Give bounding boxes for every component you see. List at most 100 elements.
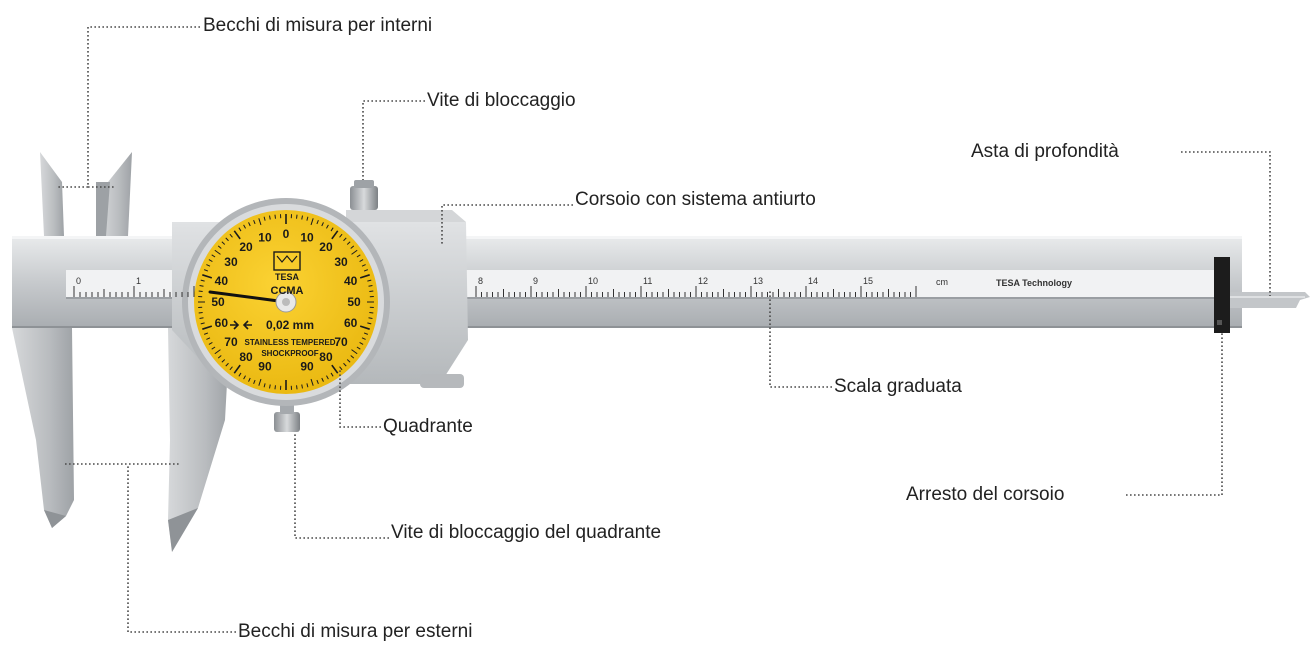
label-scale: Scala graduata bbox=[834, 376, 962, 397]
dial-tick bbox=[330, 372, 334, 377]
dial-tick bbox=[368, 317, 373, 319]
label-depth-rod: Asta di profondità bbox=[971, 141, 1119, 162]
dial-tick bbox=[211, 346, 216, 350]
scale-number: 15 bbox=[863, 276, 873, 286]
dial-tick bbox=[199, 317, 204, 319]
dial-tick bbox=[363, 332, 369, 335]
leader-locking-screw bbox=[362, 100, 425, 180]
dial-number: 10 bbox=[300, 230, 314, 244]
dial-tick bbox=[198, 290, 203, 292]
dial-tick bbox=[356, 254, 361, 258]
dial-tick bbox=[217, 245, 222, 249]
dial-number: 20 bbox=[319, 240, 333, 254]
dial-tick bbox=[296, 214, 298, 219]
leader-internal-jaws bbox=[58, 26, 200, 188]
label-internal-jaws: Becchi di misura per interni bbox=[203, 15, 433, 36]
dial-number: 80 bbox=[319, 350, 333, 364]
dial-tick bbox=[206, 337, 211, 340]
leader-external-jaws bbox=[127, 464, 236, 633]
dial-tick bbox=[248, 222, 251, 227]
dial-number: 50 bbox=[211, 295, 225, 309]
dial-tick bbox=[202, 325, 213, 330]
dial-tick bbox=[326, 375, 329, 380]
scale-brand: TESA Technology bbox=[996, 278, 1072, 288]
label-dial-locking-screw: Vite di bloccaggio del quadrante bbox=[391, 522, 662, 543]
dial-tick bbox=[258, 218, 262, 226]
dial-tick bbox=[198, 312, 203, 314]
dial-tick bbox=[238, 372, 242, 377]
dial-number: 60 bbox=[215, 316, 229, 330]
dial-tick bbox=[263, 216, 266, 221]
dial-tick bbox=[346, 241, 351, 245]
dial-tick bbox=[248, 377, 251, 382]
dial-number: 70 bbox=[334, 335, 348, 349]
dial-ticks bbox=[198, 214, 374, 390]
dial-logo: TESA bbox=[275, 272, 300, 282]
scale-number: 0 bbox=[76, 276, 81, 286]
dial-tick bbox=[296, 385, 298, 390]
scale-number: 8 bbox=[478, 276, 483, 286]
dial-tick bbox=[243, 375, 246, 380]
scale-number: 11 bbox=[643, 276, 652, 286]
dial-tick bbox=[350, 245, 355, 249]
dial-tick bbox=[351, 249, 358, 255]
dial-tick bbox=[206, 264, 211, 267]
dial-tick bbox=[301, 215, 303, 220]
dial-tick bbox=[316, 379, 319, 385]
dial-tick bbox=[274, 214, 276, 219]
dial-tick bbox=[229, 233, 233, 238]
dial-tick bbox=[269, 215, 271, 220]
dial-tick bbox=[221, 359, 226, 363]
dial-tick bbox=[211, 254, 216, 258]
dial-tick bbox=[306, 216, 309, 221]
dial-tick bbox=[369, 312, 374, 314]
dial-tick bbox=[225, 237, 229, 242]
dial-tick bbox=[346, 359, 351, 363]
leader-dial bbox=[339, 370, 381, 428]
scale-number: 14 bbox=[808, 276, 818, 286]
dial-tick bbox=[217, 355, 222, 359]
dial-number: 70 bbox=[224, 335, 238, 349]
label-locking-screw: Vite di bloccaggio bbox=[427, 90, 576, 111]
dial-tick bbox=[269, 384, 271, 389]
scale-number: 12 bbox=[698, 276, 708, 286]
dial-tick bbox=[200, 279, 205, 282]
dial-tick bbox=[243, 224, 246, 229]
dial-tick bbox=[263, 383, 266, 388]
dial-tick bbox=[202, 274, 213, 279]
dial-tick bbox=[367, 322, 372, 325]
leader-depth-rod bbox=[1181, 151, 1271, 296]
dial-number: 80 bbox=[239, 350, 253, 364]
dial-number: 20 bbox=[239, 240, 253, 254]
dial-tick bbox=[343, 362, 347, 367]
dial-resolution: 0,02 mm bbox=[266, 318, 314, 332]
dial-tick bbox=[367, 279, 372, 282]
dial-tick bbox=[361, 337, 366, 340]
dial-tick bbox=[208, 259, 213, 262]
dial-number: 60 bbox=[344, 316, 358, 330]
external-jaws bbox=[12, 328, 230, 552]
dial-tick bbox=[361, 264, 366, 267]
dial-number: 0 bbox=[283, 227, 290, 241]
dial-tick bbox=[359, 274, 370, 279]
dial-tick bbox=[233, 364, 241, 374]
internal-jaws bbox=[40, 152, 132, 236]
dial-tick bbox=[238, 227, 242, 232]
dial-tick bbox=[310, 378, 314, 386]
dial-tick bbox=[339, 233, 343, 238]
dial-tick bbox=[221, 241, 226, 245]
dial-tick bbox=[253, 379, 256, 385]
dial-tick bbox=[359, 259, 364, 262]
dial-tick bbox=[214, 249, 221, 255]
label-slider-stop: Arresto del corsoio bbox=[906, 484, 1065, 505]
slider-stop bbox=[1214, 257, 1230, 333]
dial-number: 90 bbox=[258, 360, 272, 374]
scale-number: 1 bbox=[136, 276, 141, 286]
locking-screw bbox=[350, 180, 378, 210]
scale-number: 9 bbox=[533, 276, 538, 286]
dial-tick bbox=[253, 219, 256, 225]
dial-tick bbox=[330, 227, 334, 232]
